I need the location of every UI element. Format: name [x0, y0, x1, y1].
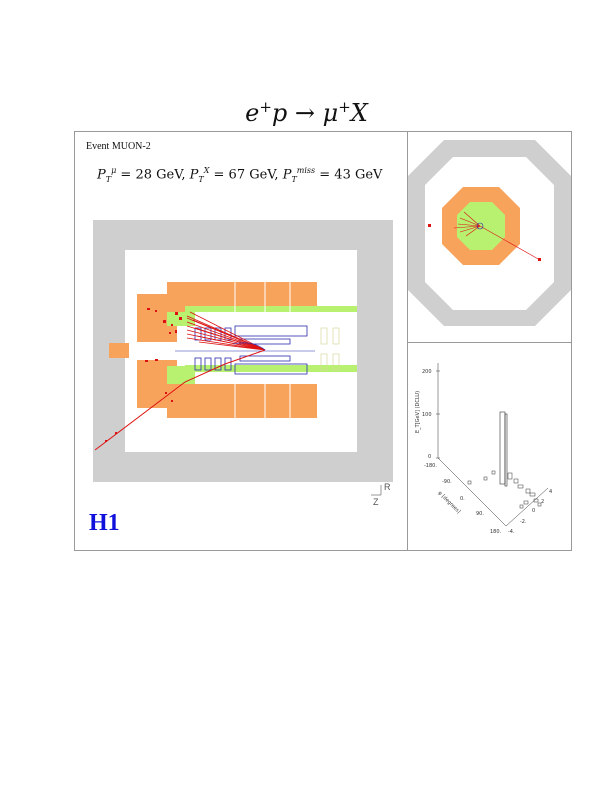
panel-divider-horizontal — [407, 342, 571, 343]
lego-eta-tick-2: 0 — [532, 508, 535, 514]
pt-mu-sup: μ — [111, 166, 117, 175]
momenta-line: PTμ = 28 GeV, PTX = 67 GeV, PTmiss = 43 … — [97, 166, 382, 184]
reaction-lhs: e — [245, 99, 260, 127]
reaction-rhs: X — [350, 99, 368, 127]
pt-miss-symbol: P — [282, 167, 292, 183]
plug-calorimeter — [109, 343, 129, 358]
lego-y-tick-100: 100 — [422, 412, 432, 418]
lego-y-tick-200: 200 — [422, 369, 432, 375]
iron-yoke — [93, 220, 393, 482]
pt-miss-value: = 43 GeV — [315, 167, 383, 183]
lego-small-towers — [467, 470, 542, 509]
forward-chambers — [320, 327, 340, 371]
tracking-chambers — [194, 325, 308, 375]
pt-x-value: = 67 GeV, — [209, 167, 283, 183]
lar-had-lower — [167, 384, 317, 418]
yoke-bottom-band — [125, 452, 357, 454]
event-label: Event MUON-2 — [86, 141, 151, 152]
lego-tall-tower — [499, 411, 508, 487]
lego-y-label: E_T[GeV] (DCLU) — [415, 391, 421, 433]
reaction-lhs2: p → μ — [271, 99, 339, 127]
em-calo-ring — [457, 202, 505, 250]
calo-dividers — [234, 282, 291, 418]
axis-label-r: R — [384, 482, 391, 492]
pt-miss-sup: miss — [296, 166, 316, 175]
pt-x-sub: T — [198, 174, 204, 184]
rphi-view — [408, 140, 571, 326]
reaction-rhs-sup: + — [338, 98, 351, 116]
muon-track — [94, 349, 266, 451]
lego-eta-tick-3: 2 — [541, 499, 544, 505]
blue-track-arc — [232, 342, 266, 351]
lego-eta-tick-0: -4. — [508, 529, 515, 535]
lego-plot: 200 100 0 E_T[GeV] (DCLU) -180. -90. 0. … — [415, 363, 552, 535]
pt-mu-sub: T — [105, 174, 112, 184]
reaction-lhs-sup: + — [259, 98, 272, 116]
rphi-vertex — [476, 222, 484, 230]
green-strip-upper — [185, 306, 357, 312]
pt-x-symbol: P — [189, 167, 199, 183]
rphi-deposit-right — [538, 258, 541, 261]
lego-phi-tick-2: 0. — [460, 496, 465, 502]
lego-phi-tick-3: 90. — [476, 511, 484, 517]
reaction-title: e+p → μ+X — [0, 98, 613, 127]
h1-logo: H1 — [89, 510, 120, 536]
green-strip-lower — [185, 365, 357, 372]
rphi-deposit-left — [428, 224, 431, 227]
pt-mu-symbol: P — [97, 167, 106, 183]
lego-phi-tick-1: -90. — [442, 479, 452, 485]
lego-eta-tick-1: -2. — [520, 519, 527, 525]
pt-mu-value: = 28 GeV, — [116, 167, 190, 183]
panel-divider-vertical — [407, 132, 408, 550]
rz-axes — [371, 485, 382, 496]
lego-phi-tick-4: 180. — [490, 529, 502, 535]
lego-phi-tick-0: -180. — [424, 463, 437, 469]
lego-axes — [436, 363, 549, 527]
rz-view: R Z — [93, 220, 393, 507]
pt-x-sup: X — [203, 166, 210, 175]
axis-label-z: Z — [373, 497, 379, 507]
energy-deposits — [105, 308, 182, 442]
lego-y-tick-0: 0 — [428, 454, 431, 460]
hadron-jet-tracks — [186, 311, 266, 351]
event-display-frame: Event MUON-2 PTμ = 28 GeV, PTX = 67 GeV,… — [74, 131, 572, 551]
pt-miss-sub: T — [291, 174, 297, 184]
lego-eta-tick-4: 4 — [549, 489, 552, 495]
lego-phi-label: φ [degrees] — [437, 490, 462, 515]
